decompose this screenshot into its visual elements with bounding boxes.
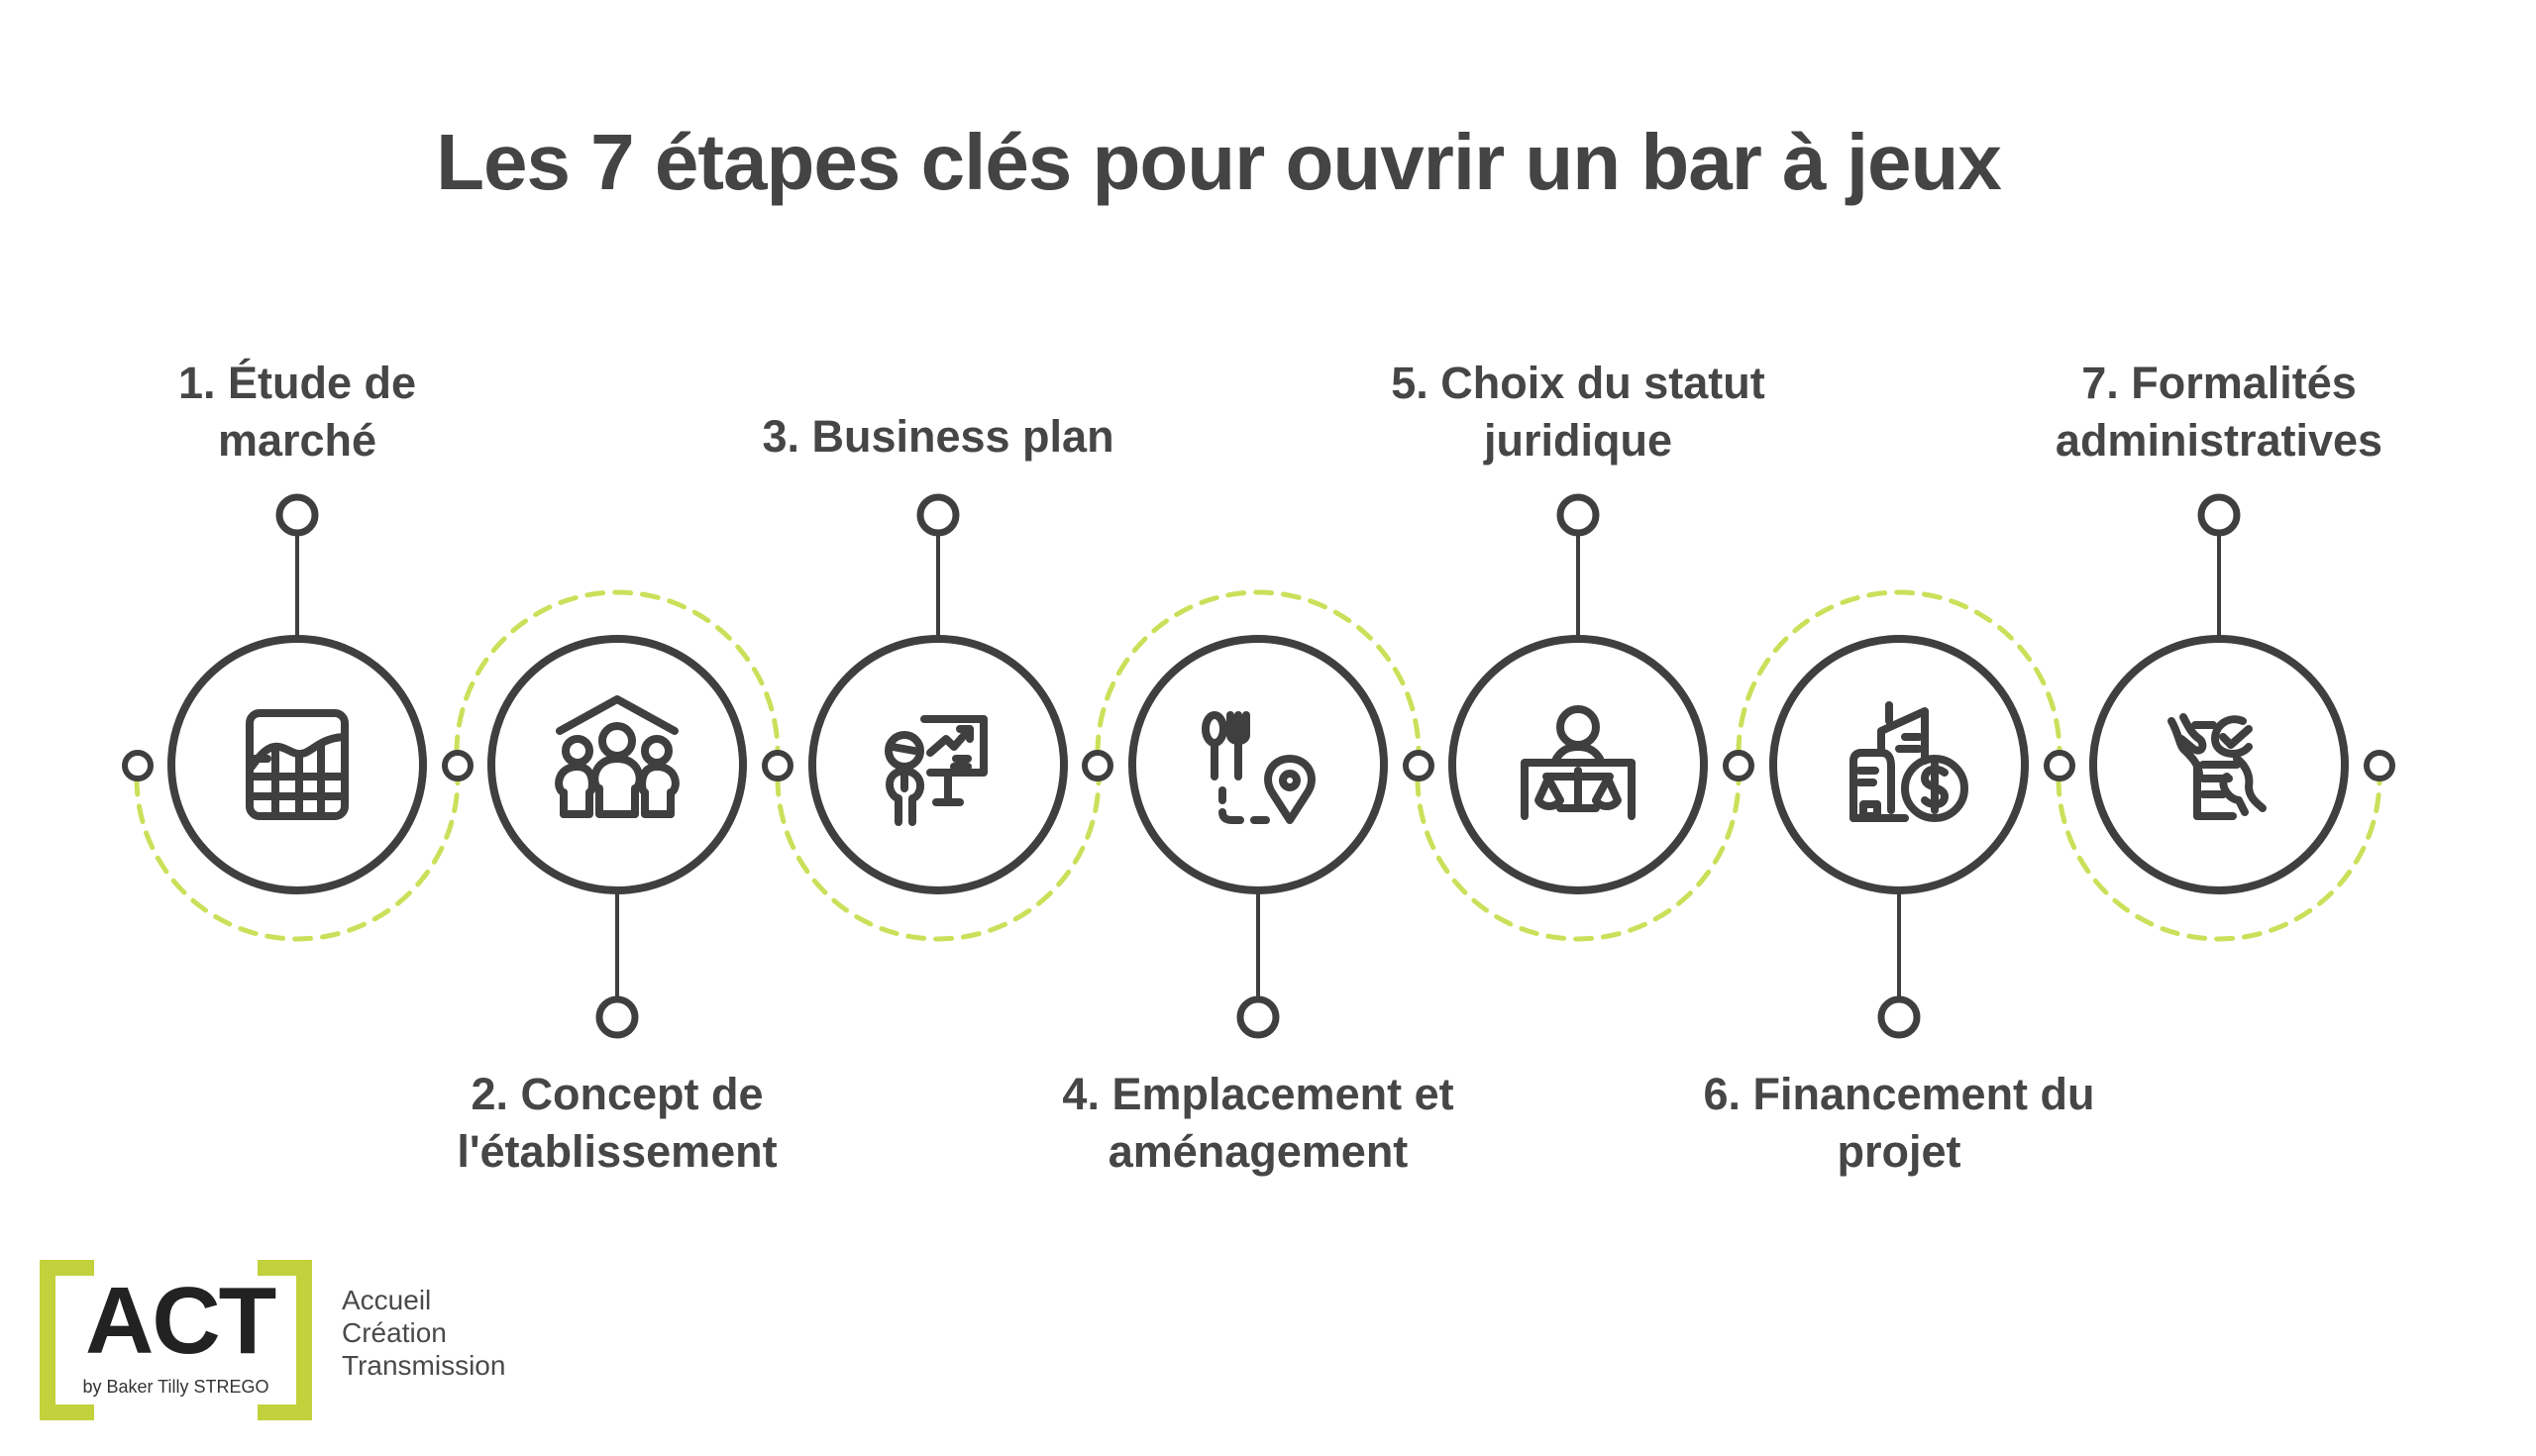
- tagline-line: Accueil: [342, 1285, 432, 1315]
- presentation-icon: [885, 715, 988, 826]
- pin-node-4: [1236, 995, 1280, 1039]
- step-label-line: administratives: [2055, 415, 2383, 466]
- act-logo: ACT by Baker Tilly STREGO: [40, 1260, 312, 1420]
- step-label-6: 6. Financement du projet: [1671, 1066, 2127, 1181]
- step-label-7: 7. Formalités administratives: [1991, 355, 2447, 469]
- pin-node-3: [916, 493, 960, 537]
- step-label-line: l'établissement: [457, 1126, 778, 1177]
- market-chart-icon: [246, 709, 349, 820]
- dashed-arc-4: [1095, 589, 1422, 756]
- step-circle-4: [1128, 635, 1388, 894]
- logo-tagline: Accueil Création Transmission: [342, 1284, 505, 1382]
- step-label-2: 2. Concept de l'établissement: [389, 1066, 845, 1181]
- step-label-line: 7. Formalités: [2081, 358, 2357, 408]
- logo-wordmark: ACT: [85, 1268, 276, 1374]
- tagline-line: Création: [342, 1317, 447, 1348]
- dashed-arc-2: [454, 589, 781, 756]
- logo-bracket-left: [40, 1260, 94, 1420]
- step-circle-6: [1769, 635, 2029, 894]
- step-label-line: 2. Concept de: [471, 1069, 764, 1119]
- step-label-line: aménagement: [1108, 1126, 1409, 1177]
- step-circle-2: [487, 635, 747, 894]
- pin-node-2: [595, 995, 639, 1039]
- legal-scales-icon: [1521, 705, 1636, 820]
- page-title: Les 7 étapes clés pour ouvrir un bar à j…: [436, 118, 2002, 206]
- building-money-icon: [1849, 701, 1968, 822]
- step-label-line: 3. Business plan: [762, 411, 1114, 462]
- step-label-line: marché: [217, 415, 377, 466]
- step-circle-3: [808, 635, 1068, 894]
- dashed-arc-1: [134, 776, 461, 942]
- step-label-line: projet: [1837, 1126, 1961, 1177]
- step-label-3: 3. Business plan: [710, 408, 1166, 466]
- pin-node-5: [1556, 493, 1600, 537]
- logo-bracket-right: [258, 1260, 312, 1420]
- people-house-icon: [555, 695, 680, 818]
- step-label-4: 4. Emplacement et aménagement: [1030, 1066, 1486, 1181]
- step-label-line: juridique: [1484, 415, 1672, 466]
- step-label-1: 1. Étude de marché: [69, 355, 525, 469]
- pin-node-1: [275, 493, 319, 537]
- step-label-line: 1. Étude de: [177, 358, 417, 408]
- logo-subtitle: by Baker Tilly STREGO: [82, 1377, 269, 1397]
- step-label-line: 6. Financement du: [1703, 1069, 2095, 1119]
- step-label-line: 4. Emplacement et: [1062, 1069, 1454, 1119]
- dashed-arc-5: [1415, 776, 1742, 942]
- step-label-line: 5. Choix du statut: [1391, 358, 1765, 408]
- dashed-arc-7: [2056, 776, 2382, 942]
- pin-node-7: [2197, 493, 2241, 537]
- tagline-line: Transmission: [342, 1350, 506, 1381]
- pin-node-6: [1877, 995, 1921, 1039]
- location-restaurant-icon: [1202, 711, 1316, 824]
- step-label-5: 5. Choix du statut juridique: [1350, 355, 1806, 469]
- dashed-arc-6: [1736, 589, 2062, 756]
- dashed-arc-3: [775, 776, 1102, 942]
- checklist-document-icon: [2167, 713, 2267, 820]
